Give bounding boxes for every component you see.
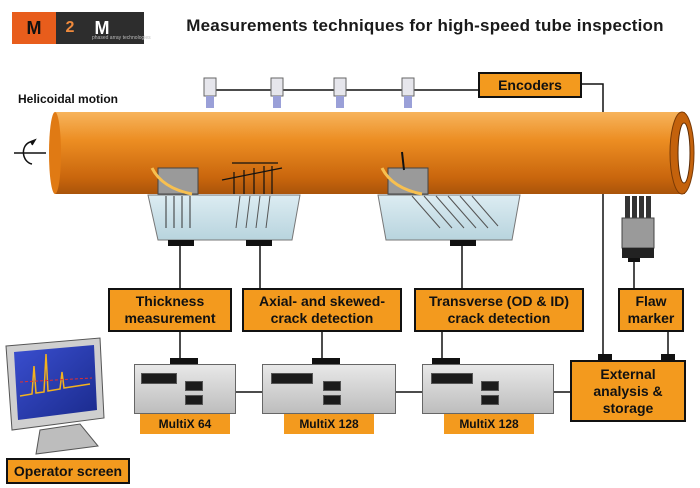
encoder-sensors xyxy=(203,77,415,108)
instrument-indicator xyxy=(323,381,341,391)
flaw-marker-box: Flaw marker xyxy=(618,288,684,332)
instrument-label: MultiX 128 xyxy=(284,414,374,434)
axial-line2: crack detection xyxy=(270,310,374,326)
instrument-display xyxy=(431,373,473,384)
instrument-indicator xyxy=(185,395,203,405)
instrument-indicator xyxy=(481,381,499,391)
external-port-right xyxy=(661,354,675,360)
instrument-body xyxy=(134,364,236,414)
flaw-line2: marker xyxy=(627,310,675,326)
helicoidal-motion-label: Helicoidal motion xyxy=(18,92,119,106)
axial-crack-detection-box: Axial- and skewed- crack detection xyxy=(242,288,402,332)
instrument-multix-64: MultiX 64 xyxy=(134,358,236,434)
operator-screen-box: Operator screen xyxy=(6,458,130,484)
logo-tagline: phased array technologies xyxy=(92,35,151,41)
monitor-icon xyxy=(5,337,105,455)
axial-line1: Axial- and skewed- xyxy=(258,293,386,309)
instrument-body xyxy=(422,364,554,414)
instrument-body xyxy=(262,364,396,414)
external-port-left xyxy=(598,354,612,360)
logo-letter-m2: M xyxy=(94,18,110,38)
water-box-right xyxy=(377,151,521,246)
thickness-line1: Thickness xyxy=(135,293,205,309)
encoders-box: Encoders xyxy=(478,72,582,98)
instrument-port xyxy=(312,358,340,364)
instrument-label: MultiX 128 xyxy=(444,414,534,434)
instrument-indicator xyxy=(323,395,341,405)
instrument-port xyxy=(170,358,198,364)
encoders-label: Encoders xyxy=(498,76,562,93)
instrument-indicator xyxy=(185,381,203,391)
external-analysis-box: External analysis & storage xyxy=(570,360,686,422)
logo-number: 2 xyxy=(65,19,75,36)
transverse-line1: Transverse (OD & ID) xyxy=(428,293,570,309)
instrument-multix-128-b: MultiX 128 xyxy=(422,358,554,434)
flaw-line1: Flaw xyxy=(635,293,667,309)
m2m-logo: M 2 M phased array technologies xyxy=(12,12,151,44)
tube xyxy=(49,111,695,195)
external-line1: External xyxy=(600,365,656,382)
transverse-crack-detection-box: Transverse (OD & ID) crack detection xyxy=(414,288,584,332)
thickness-measurement-box: Thickness measurement xyxy=(108,288,232,332)
instrument-display xyxy=(271,373,313,384)
thickness-line2: measurement xyxy=(124,310,216,326)
water-box-left xyxy=(147,162,301,246)
instrument-label: MultiX 64 xyxy=(140,414,230,434)
flaw-marker-device xyxy=(621,196,655,262)
instrument-display xyxy=(141,373,177,384)
page-title: Measurements techniques for high-speed t… xyxy=(186,16,664,35)
instrument-indicator xyxy=(481,395,499,405)
external-line3: storage xyxy=(602,399,654,416)
operator-screen-label: Operator screen xyxy=(13,462,123,479)
rotation-arrow-icon xyxy=(14,138,46,165)
transverse-line2: crack detection xyxy=(447,310,551,326)
logo-letter-m1: M xyxy=(12,12,56,44)
instrument-port xyxy=(432,358,460,364)
external-line2: analysis & xyxy=(593,382,663,399)
instrument-multix-128-a: MultiX 128 xyxy=(262,358,396,434)
